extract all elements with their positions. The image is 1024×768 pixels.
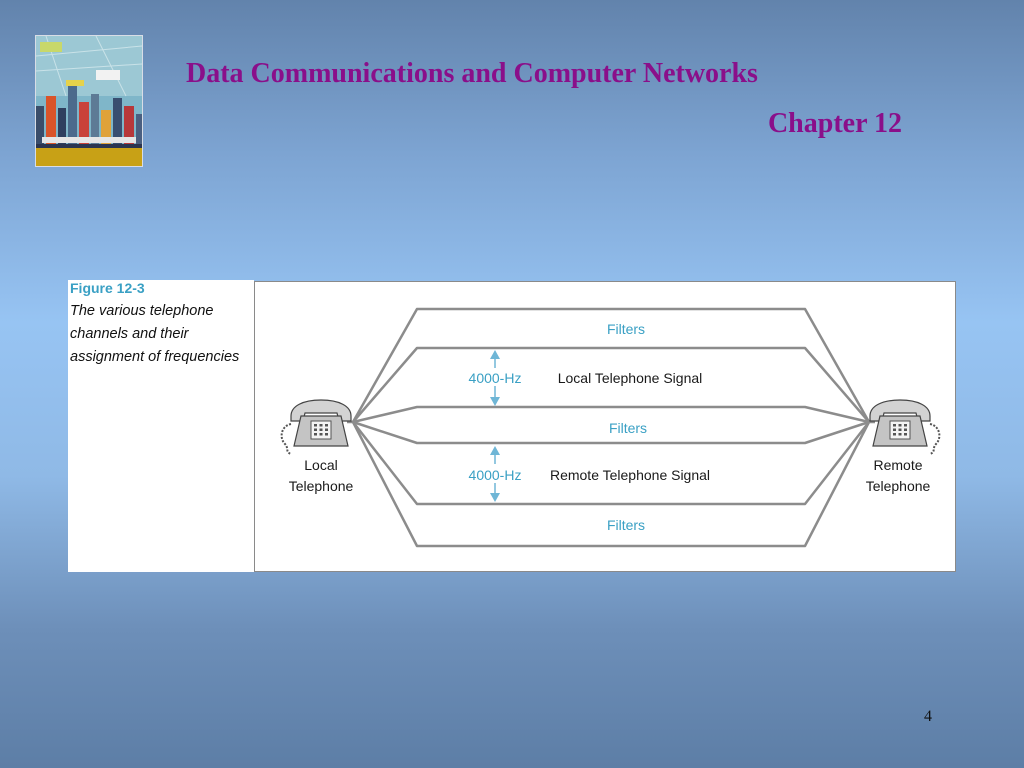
local-telephone-icon	[280, 399, 352, 455]
top-filter-label: Filters	[607, 321, 645, 337]
middle-filter-label: Filters	[609, 420, 647, 436]
chapter-label: Chapter 12	[767, 108, 902, 139]
remote-telephone-label-line2: Telephone	[866, 478, 931, 494]
book-cover-image	[35, 35, 143, 167]
local-signal-label: Local Telephone Signal	[558, 370, 703, 386]
bottom-filter-label: Filters	[607, 517, 645, 533]
remote-telephone-icon	[869, 399, 941, 455]
local-bandwidth-label: 4000-Hz	[469, 370, 522, 386]
telephone-channel-diagram: Local Telephone Remote Telephone Filters…	[254, 281, 956, 572]
figure-label: Figure 12-3	[70, 280, 145, 296]
figure-caption: The various telephone channels and their…	[70, 303, 240, 365]
local-bandwidth-arrow	[490, 350, 500, 406]
slide-title: Data Communications and Computer Network…	[186, 58, 758, 89]
remote-bandwidth-arrow	[490, 446, 500, 502]
remote-telephone-label-line1: Remote	[873, 457, 922, 473]
local-telephone-label-line1: Local	[304, 457, 337, 473]
remote-signal-label: Remote Telephone Signal	[550, 467, 710, 483]
channel-lines	[347, 307, 875, 548]
local-telephone-label-line2: Telephone	[289, 478, 354, 494]
figure-caption-panel: Figure 12-3 The various telephone channe…	[68, 280, 254, 572]
remote-bandwidth-label: 4000-Hz	[469, 467, 522, 483]
page-number: 4	[924, 708, 932, 725]
